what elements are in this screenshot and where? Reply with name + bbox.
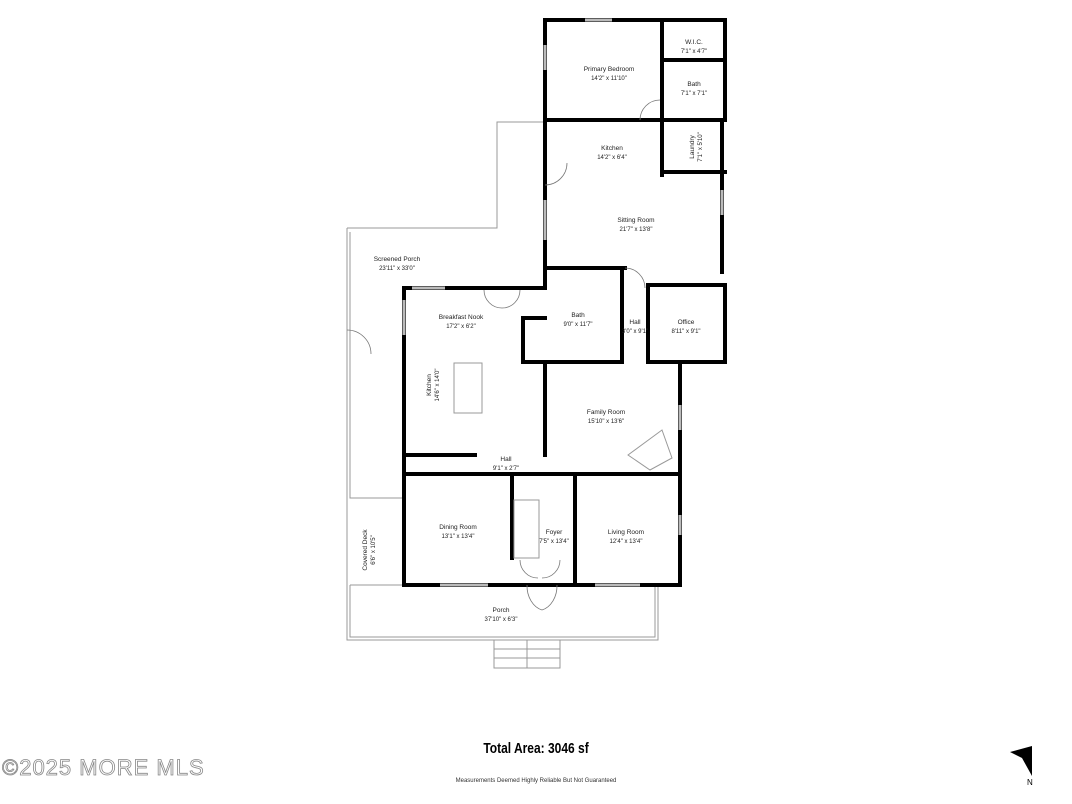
north-arrow-icon <box>1010 746 1032 776</box>
room-name: Foyer <box>546 529 563 536</box>
room-name: Hall <box>500 456 512 463</box>
room-name: Living Room <box>608 529 644 536</box>
room-name: Laundry <box>689 135 696 159</box>
room-dims: 8'11" x 9'1" <box>671 329 700 335</box>
room-dims: 7'1" x 4'7" <box>681 49 707 55</box>
room-labels: Primary Bedroom 14'2" x 11'10" W.I.C. 7'… <box>362 39 707 623</box>
room-name: Primary Bedroom <box>584 66 635 73</box>
room-name: Hall <box>629 319 641 326</box>
room-name: Sitting Room <box>617 217 654 224</box>
copyright-watermark: ©2025 MORE MLS <box>2 755 205 781</box>
room-name: W.I.C. <box>685 39 703 46</box>
room-dims: 23'11" x 33'0" <box>379 266 415 272</box>
room-dims: 7'1" x 5'10" <box>698 132 704 162</box>
room-dims: 14'6" x 14'0" <box>435 369 441 402</box>
room-name: Breakfast Nook <box>439 314 484 321</box>
room-name: Bath <box>687 81 701 88</box>
room-dims: 14'2" x 6'4" <box>597 155 627 161</box>
north-label: N <box>1027 778 1033 787</box>
room-dims: 9'0" x 11'7" <box>563 322 592 328</box>
porch-outline <box>346 121 659 669</box>
room-name: Kitchen <box>426 374 433 396</box>
room-dims: 21'7" x 13'8" <box>620 227 653 233</box>
room-name: Kitchen <box>601 145 623 152</box>
room-dims: 6'6" x 10'5" <box>371 535 377 565</box>
room-dims: 12'4" x 13'4" <box>610 539 643 545</box>
room-name: Screened Porch <box>374 256 421 263</box>
room-name: Dining Room <box>439 524 477 531</box>
disclaimer: Measurements Deemed Highly Reliable But … <box>455 778 617 784</box>
room-dims: 3'0" x 9'1" <box>622 329 648 335</box>
room-dims: 17'2" x 6'2" <box>446 324 476 330</box>
room-name: Office <box>678 319 695 326</box>
room-dims: 13'1" x 13'4" <box>442 534 475 540</box>
doors <box>346 99 673 611</box>
walls <box>402 18 727 587</box>
room-dims: 7'5" x 13'4" <box>539 539 569 545</box>
room-name: Covered Deck <box>362 529 369 571</box>
room-name: Porch <box>493 607 510 614</box>
room-dims: 15'10" x 13'6" <box>588 419 624 425</box>
room-dims: 14'2" x 11'10" <box>591 76 627 82</box>
room-dims: 37'10" x 6'3" <box>485 617 518 623</box>
windows <box>402 18 724 587</box>
total-area: Total Area: 3046 sf <box>483 740 589 757</box>
room-name: Bath <box>571 312 585 319</box>
room-dims: 7'1" x 7'1" <box>681 91 707 97</box>
room-dims: 9'1" x 2'7" <box>493 466 519 472</box>
room-name: Family Room <box>587 409 625 416</box>
